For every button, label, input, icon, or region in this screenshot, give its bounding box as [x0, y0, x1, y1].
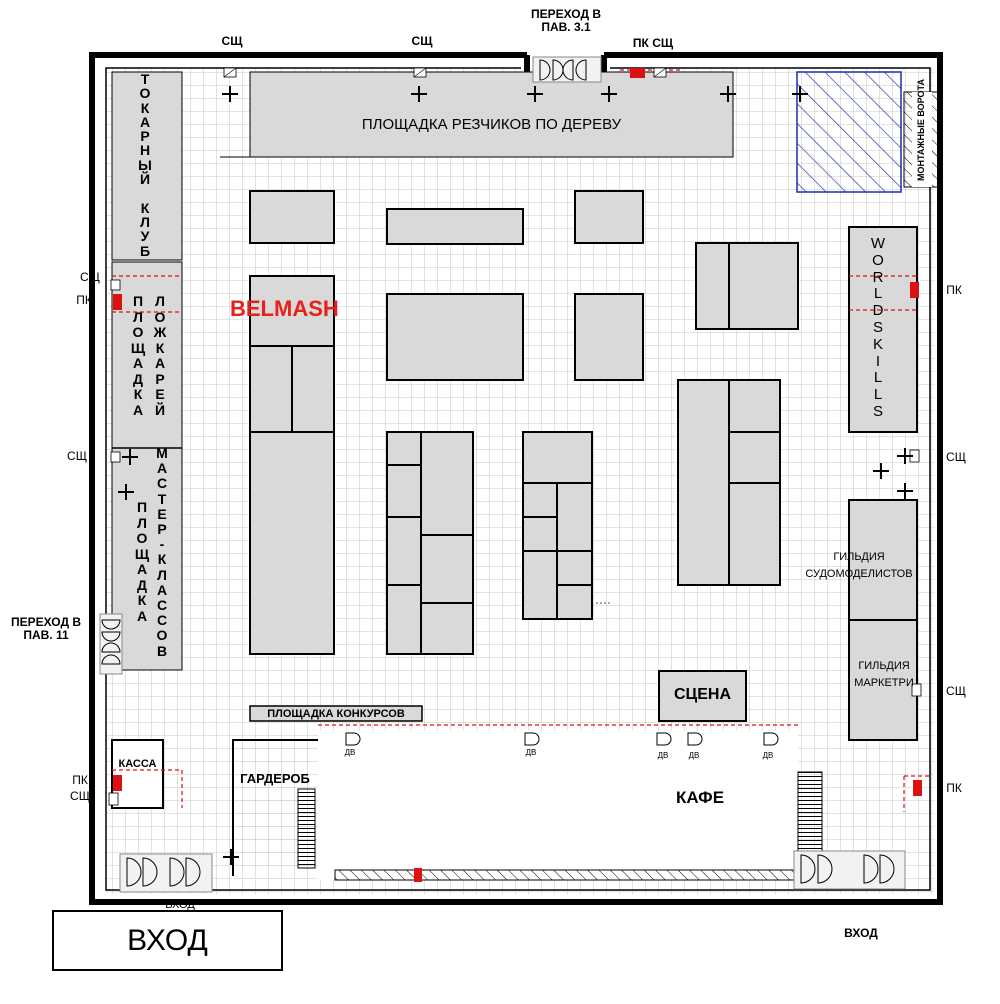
cashier-title: КАССА — [118, 758, 157, 770]
cashier-zone — [111, 739, 164, 809]
master-class-title-1: П Л О Щ А Д К А — [134, 499, 150, 624]
booth-belmash — [249, 275, 335, 655]
passage-11-doors — [99, 613, 123, 675]
cafe-area — [318, 731, 798, 868]
master-class-title-2: М А С Т Е Р - К Л А С С О В — [156, 445, 168, 659]
woodcarvers-title: ПЛОЩАДКА РЕЗЧИКОВ ПО ДЕРЕВУ — [361, 116, 622, 133]
hatched-zone — [796, 71, 902, 193]
worldskills-title: W O R L D S K I L L S — [870, 235, 886, 420]
shipmodelers-zone — [848, 499, 918, 621]
booth — [386, 431, 474, 655]
sshch-label: СЩ — [67, 449, 87, 463]
inner-walls — [105, 67, 931, 891]
turners-club-zone — [111, 71, 183, 261]
cloakroom-walls — [232, 739, 318, 876]
entrance-small-label: ВХОД — [165, 899, 195, 911]
sshch-label: СЩ — [221, 34, 243, 48]
belmash-brand: BELMASH — [230, 296, 339, 321]
montage-gate-label: МОНТАЖНЫЕ ВОРОТА — [916, 79, 926, 181]
passage-11-label: ПЕРЕХОД В ПАВ. 11 — [10, 615, 82, 642]
booths — [249, 190, 918, 741]
dv-label: ДВ — [688, 751, 700, 760]
pk-sshch-label: ПК СЩ — [632, 36, 674, 50]
woodcarvers-area — [249, 71, 734, 158]
spoon-makers-title-1: П Л О Щ А Д К А — [130, 293, 146, 418]
contests-title: ПЛОЩАДКА КОНКУРСОВ — [267, 708, 405, 720]
entrance-doors-right — [793, 850, 906, 890]
stage-zone — [658, 670, 747, 722]
master-class-zone — [111, 447, 183, 671]
stairs-right — [797, 771, 823, 853]
sshch-label: СЩ — [70, 789, 90, 803]
column-marker — [118, 86, 913, 865]
stairs-left — [297, 788, 316, 869]
sshch-label: СЩ — [80, 270, 100, 284]
booth — [695, 242, 799, 330]
booth — [574, 190, 644, 244]
marketers-zone — [848, 619, 918, 741]
sshch-label: СЩ — [411, 34, 433, 48]
entrance-right-label: ВХОД — [844, 926, 878, 940]
turners-club-title: Т О К А Р Н Ы Й К Л У Б — [138, 71, 152, 259]
sshch-label: СЩ — [946, 684, 966, 698]
booth — [249, 190, 335, 244]
door-icon — [800, 854, 895, 884]
cloakroom-title: ГАРДЕРОБ — [240, 771, 310, 786]
shipmodelers-title: ГИЛЬДИЯ СУДОМОДЕЛИСТОВ — [805, 551, 913, 580]
cafe-title: КАФЕ — [675, 788, 725, 807]
spoon-makers-zone — [111, 261, 183, 449]
booth — [574, 293, 644, 381]
dv-label: ДВ — [344, 748, 356, 757]
worldskills-zone — [848, 226, 918, 433]
fire-cabinet — [113, 68, 922, 882]
dv-door-icon — [345, 732, 779, 746]
entrance-sign: ВХОД — [52, 910, 283, 971]
pk-label: ПК — [946, 283, 962, 297]
cafe-bottom-wall — [334, 869, 796, 881]
passage-31-label: ПЕРЕХОД В ПАВ. 3.1 — [530, 7, 602, 34]
door-icon — [126, 857, 201, 887]
contests-zone — [249, 705, 423, 722]
dv-label: ДВ — [525, 748, 537, 757]
dv-label: ДВ — [762, 751, 774, 760]
pk-label: ПК — [76, 293, 92, 307]
stage-title: СЦЕНА — [673, 686, 732, 703]
dv-label: ДВ — [657, 751, 669, 760]
booth — [386, 208, 524, 245]
pk-label: ПК — [72, 773, 88, 787]
booth — [386, 293, 524, 381]
marketers-title: ГИЛЬДИЯ МАРКЕТРИ — [854, 660, 914, 689]
sshch-label: СЩ — [946, 450, 966, 464]
pk-label: ПК — [946, 781, 962, 795]
spoon-makers-title-2: Л О Ж К А Р Е Й — [153, 293, 167, 418]
